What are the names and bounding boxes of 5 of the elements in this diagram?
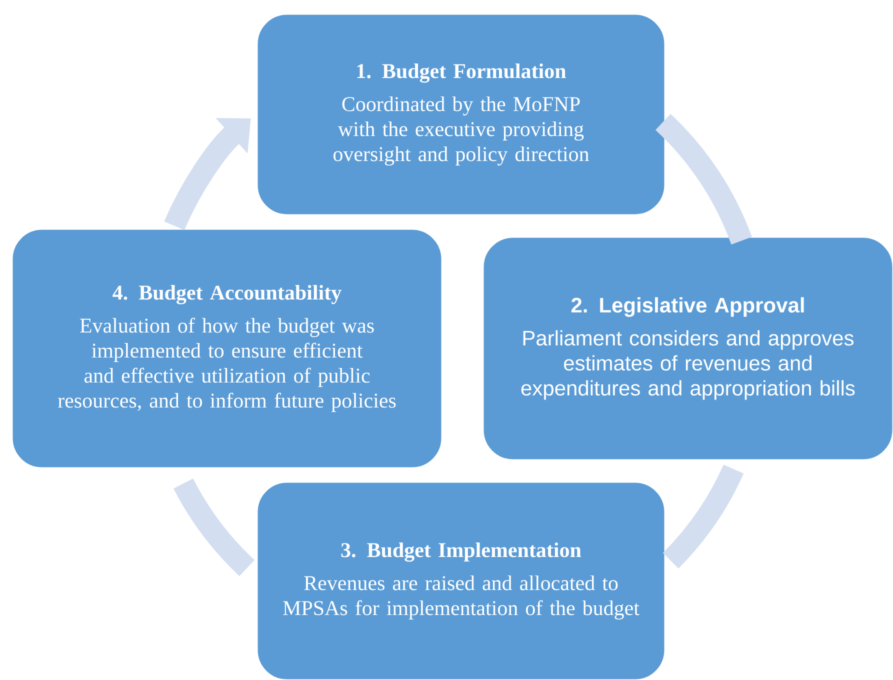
- step-box: 4. Budget Accountability Evaluation of how the budget was implemented to ensure efficient and effective utilization of public resources, and to inform future policies: [11, 228, 443, 469]
- step-box: 2. Legislative Approval Parliament considers and approves estimates of revenues and expenditures and appropriation bills: [482, 236, 893, 461]
- step-box: 3. Budget Implementation Revenues are raised and allocated to MPSAs for implementation of the budget: [256, 481, 666, 680]
- cycle-arrow: [164, 118, 251, 230]
- step-box: 1. Budget Formulation Coordinated by the MoFNP with the executive providing oversight and policy direction: [256, 13, 666, 216]
